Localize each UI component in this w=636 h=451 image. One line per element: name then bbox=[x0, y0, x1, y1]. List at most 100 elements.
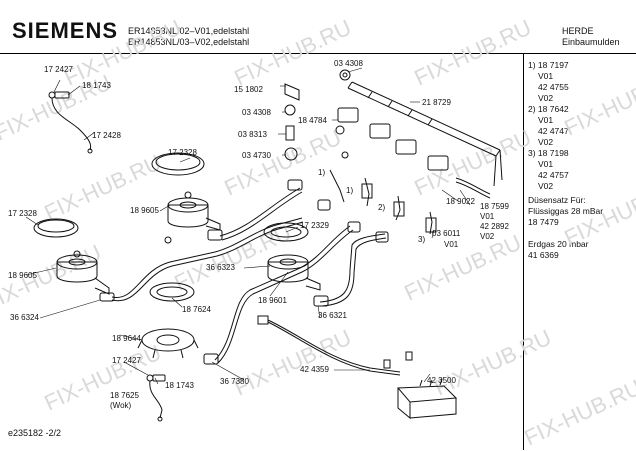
legend-row: Flüssiggas 28 mBar bbox=[528, 206, 604, 216]
part-label: 03 8313 bbox=[238, 130, 267, 139]
legend-row: 18 7479 bbox=[528, 217, 559, 227]
burner-cap-left bbox=[33, 218, 79, 238]
legend-row: Erdgas 20 mbar bbox=[528, 239, 589, 249]
legend-row: 42 4757 bbox=[538, 170, 569, 180]
part-label: 18 1743 bbox=[165, 381, 194, 390]
part-label: (Wok) bbox=[110, 401, 132, 410]
callout-label: 2) bbox=[378, 203, 385, 212]
part-label: 18 4784 bbox=[298, 116, 327, 125]
legend-row: 42 4747 bbox=[538, 126, 569, 136]
part-label: 03 4730 bbox=[242, 151, 271, 160]
part-label: 18 9644 bbox=[112, 334, 141, 343]
part-label: 36 6321 bbox=[318, 311, 347, 320]
burner-ring bbox=[149, 282, 195, 302]
gas-pipe bbox=[111, 221, 304, 302]
part-label: 18 9022 bbox=[446, 197, 475, 206]
part-label: 17 2428 bbox=[92, 131, 121, 140]
connector bbox=[285, 125, 295, 141]
nozzle-fitting bbox=[99, 292, 115, 302]
part-label: 18 9605 bbox=[8, 271, 37, 280]
legend-row: V02 bbox=[538, 137, 554, 147]
watermark: FIX-HUB.RU bbox=[520, 374, 636, 451]
gas-pipe bbox=[219, 187, 301, 237]
burner-ring bbox=[263, 222, 309, 242]
part-label: 15 1802 bbox=[234, 85, 263, 94]
burner-body-c bbox=[267, 254, 321, 291]
ignition-electrode-wok bbox=[146, 374, 166, 422]
callout-label: 1) bbox=[318, 168, 325, 177]
legend-row: V01 bbox=[538, 115, 554, 125]
nut bbox=[284, 147, 298, 161]
legend-row: 1) 18 7197 bbox=[528, 60, 569, 70]
part-label: 18 9601 bbox=[258, 296, 287, 305]
nozzle-fitting bbox=[347, 221, 361, 233]
part-label: 21 8729 bbox=[422, 98, 451, 107]
legend-row: V01 bbox=[538, 159, 554, 169]
part-label: 36 7380 bbox=[220, 377, 249, 386]
gas-pipe bbox=[214, 225, 351, 361]
burner-body-b bbox=[56, 250, 110, 295]
legend-row: 2) 18 7642 bbox=[528, 104, 569, 114]
nozzle-fitting bbox=[207, 229, 223, 241]
part-label: 18 7625 bbox=[110, 391, 139, 400]
callout-label: 1) bbox=[346, 186, 353, 195]
header-divider bbox=[0, 53, 636, 54]
legend-row: V02 bbox=[538, 181, 554, 191]
legend-row: V01 bbox=[538, 71, 554, 81]
legend-row: 3) 18 7198 bbox=[528, 148, 569, 158]
gas-rail bbox=[347, 81, 503, 187]
nozzle-fitting bbox=[203, 353, 219, 365]
part-label: 42 3500 bbox=[427, 376, 456, 385]
nozzle-fitting bbox=[313, 295, 329, 307]
elbow-fitting bbox=[284, 83, 300, 101]
gas-pipe bbox=[217, 229, 354, 364]
gas-pipe bbox=[221, 191, 303, 241]
legend-panel: 1) 18 7197 V01 42 4755 V02 2) 18 7642 V0… bbox=[528, 60, 603, 261]
washer bbox=[342, 72, 348, 78]
burner-cap-large bbox=[151, 152, 205, 176]
burner-body-a bbox=[164, 191, 221, 244]
gas-valve bbox=[337, 107, 449, 171]
part-label: 18 9605 bbox=[130, 206, 159, 215]
brand-logo: SIEMENS bbox=[12, 18, 119, 43]
washer bbox=[284, 104, 296, 116]
part-label: 36 6324 bbox=[10, 313, 39, 322]
gas-pipe bbox=[319, 233, 386, 303]
gas-pipe bbox=[111, 217, 303, 298]
category-line-2: Einbaumulden bbox=[562, 37, 620, 47]
part-label: V02 bbox=[480, 232, 495, 241]
part-label: 03 4308 bbox=[334, 59, 363, 68]
wok-burner bbox=[137, 328, 199, 359]
washer bbox=[335, 125, 345, 135]
callout-label: 3) bbox=[418, 235, 425, 244]
part-label: 18 1743 bbox=[82, 81, 111, 90]
part-label: 42 4359 bbox=[300, 365, 329, 374]
part-label: 36 6323 bbox=[206, 263, 235, 272]
part-label: 42 2892 bbox=[480, 222, 509, 231]
nozzle-fitting bbox=[317, 199, 331, 211]
washer bbox=[339, 69, 351, 81]
part-label: 18 7599 bbox=[480, 202, 509, 211]
model-line-1: ER14853NL/02–V01,edelstahl bbox=[128, 26, 250, 36]
burner-ring bbox=[156, 286, 188, 298]
thermocouple-wires bbox=[329, 169, 491, 235]
nozzle-fitting bbox=[287, 179, 303, 191]
legend-row: 41 6369 bbox=[528, 250, 559, 260]
parts-diagram: 17 2427 18 1743 17 2428 17 2328 17 2328 … bbox=[8, 59, 509, 422]
nozzle-fitting bbox=[375, 231, 389, 243]
legend-divider bbox=[523, 53, 524, 450]
model-line-2: ER14853NL/03–V02,edelstahl bbox=[128, 37, 250, 47]
gas-pipe bbox=[321, 237, 387, 307]
category-line-1: HERDE bbox=[562, 26, 594, 36]
ignition-electrode-top bbox=[48, 91, 93, 154]
part-label: 17 2427 bbox=[112, 356, 141, 365]
category-block: HERDE Einbaumulden bbox=[562, 26, 620, 48]
ignition-cable bbox=[257, 315, 413, 376]
part-label: 17 2329 bbox=[300, 221, 329, 230]
model-list: ER14853NL/02–V01,edelstahl ER14853NL/03–… bbox=[128, 26, 249, 48]
legend-row: 42 4755 bbox=[538, 82, 569, 92]
footer-code: e235182 -2/2 bbox=[8, 428, 62, 438]
part-label: 17 2328 bbox=[8, 209, 37, 218]
legend-row: V02 bbox=[538, 93, 554, 103]
washer bbox=[341, 151, 349, 159]
